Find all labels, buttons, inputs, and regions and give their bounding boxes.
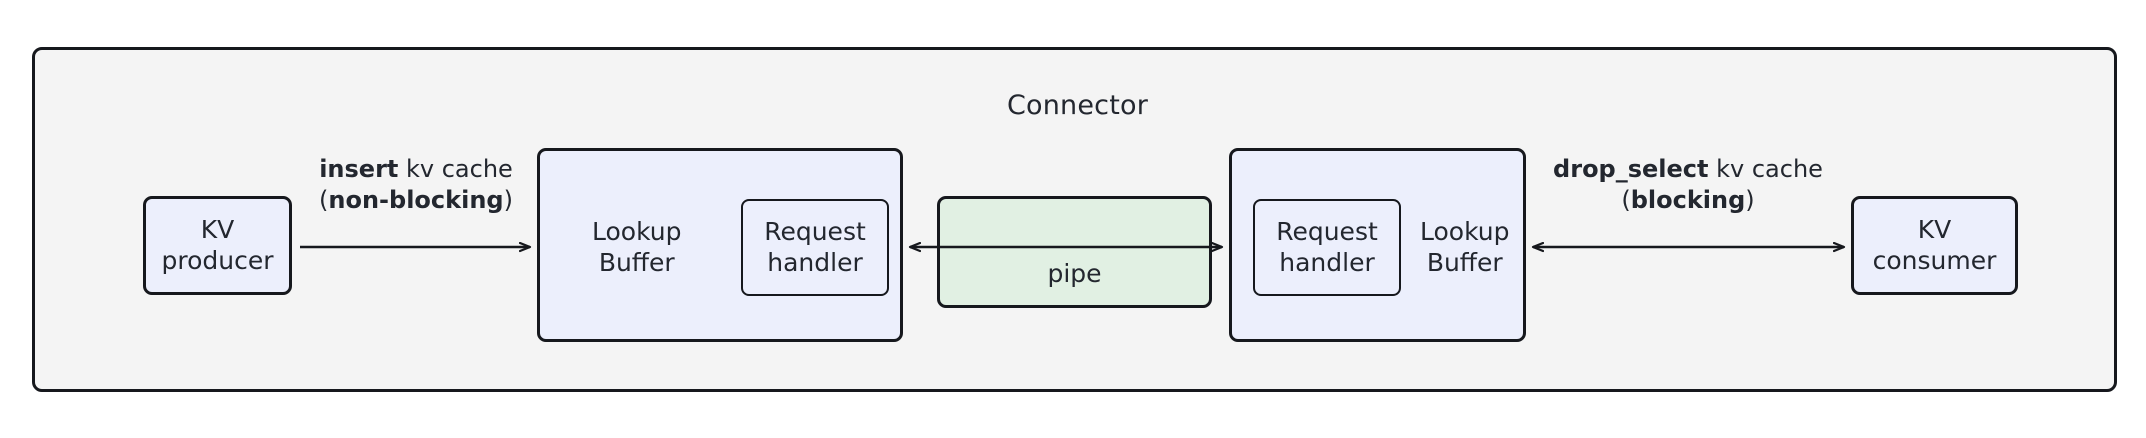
request-handler-left-node: Request handler: [741, 199, 889, 296]
kv-producer-label-line2: producer: [161, 245, 274, 275]
lookup-buffer-right-node: Request handler Lookup Buffer: [1229, 148, 1526, 342]
kv-consumer-label-line1: KV: [1917, 215, 1952, 244]
edge-label-insert-line1: insert kv cache: [300, 154, 532, 185]
lookup-buffer-right-label-line1: Lookup: [1420, 217, 1510, 246]
edge-label-insert-open-paren: (: [319, 186, 329, 215]
lookup-buffer-left-label: Lookup Buffer: [592, 217, 682, 278]
kv-consumer-label-line2: consumer: [1872, 245, 1997, 275]
request-handler-right-line1: Request: [1276, 217, 1378, 246]
connector-title: Connector: [1006, 90, 1149, 121]
edge-label-insert-line2: (non-blocking): [300, 185, 532, 216]
kv-producer-node: KV producer: [143, 196, 292, 295]
request-handler-right-line2: handler: [1279, 247, 1375, 277]
lookup-buffer-left-label-line1: Lookup: [592, 217, 682, 246]
lookup-buffer-left-label-line2: Buffer: [598, 247, 675, 277]
edge-label-drop-select-keyword: drop_select: [1553, 155, 1709, 183]
edge-label-insert: insert kv cache (non-blocking): [300, 154, 532, 216]
edge-label-drop-select-rest: kv cache: [1708, 155, 1823, 183]
kv-producer-label-line1: KV: [200, 215, 235, 244]
lookup-buffer-right-label-line2: Buffer: [1426, 247, 1503, 277]
edge-label-insert-keyword: insert: [319, 155, 399, 183]
edge-label-insert-mode: non-blocking: [328, 186, 504, 215]
edge-label-drop-select-mode: blocking: [1630, 186, 1746, 215]
edge-label-drop-select-close-paren: ): [1745, 186, 1755, 215]
lookup-buffer-right-label: Lookup Buffer: [1420, 217, 1510, 278]
request-handler-right-node: Request handler: [1253, 199, 1401, 296]
request-handler-left-line2: handler: [767, 247, 863, 277]
pipe-node: pipe: [937, 196, 1212, 308]
edge-label-insert-close-paren: ): [503, 186, 513, 215]
pipe-label: pipe: [1047, 258, 1102, 288]
request-handler-left-line1: Request: [764, 217, 866, 246]
kv-consumer-node: KV consumer: [1851, 196, 2018, 295]
edge-label-drop-select-line2: (blocking): [1531, 185, 1845, 216]
edge-label-drop-select-line1: drop_select kv cache: [1531, 154, 1845, 185]
lookup-buffer-left-node: Lookup Buffer Request handler: [537, 148, 903, 342]
edge-label-drop-select: drop_select kv cache (blocking): [1531, 154, 1845, 216]
edge-label-insert-rest: kv cache: [398, 155, 513, 183]
edge-label-drop-select-open-paren: (: [1621, 186, 1631, 215]
